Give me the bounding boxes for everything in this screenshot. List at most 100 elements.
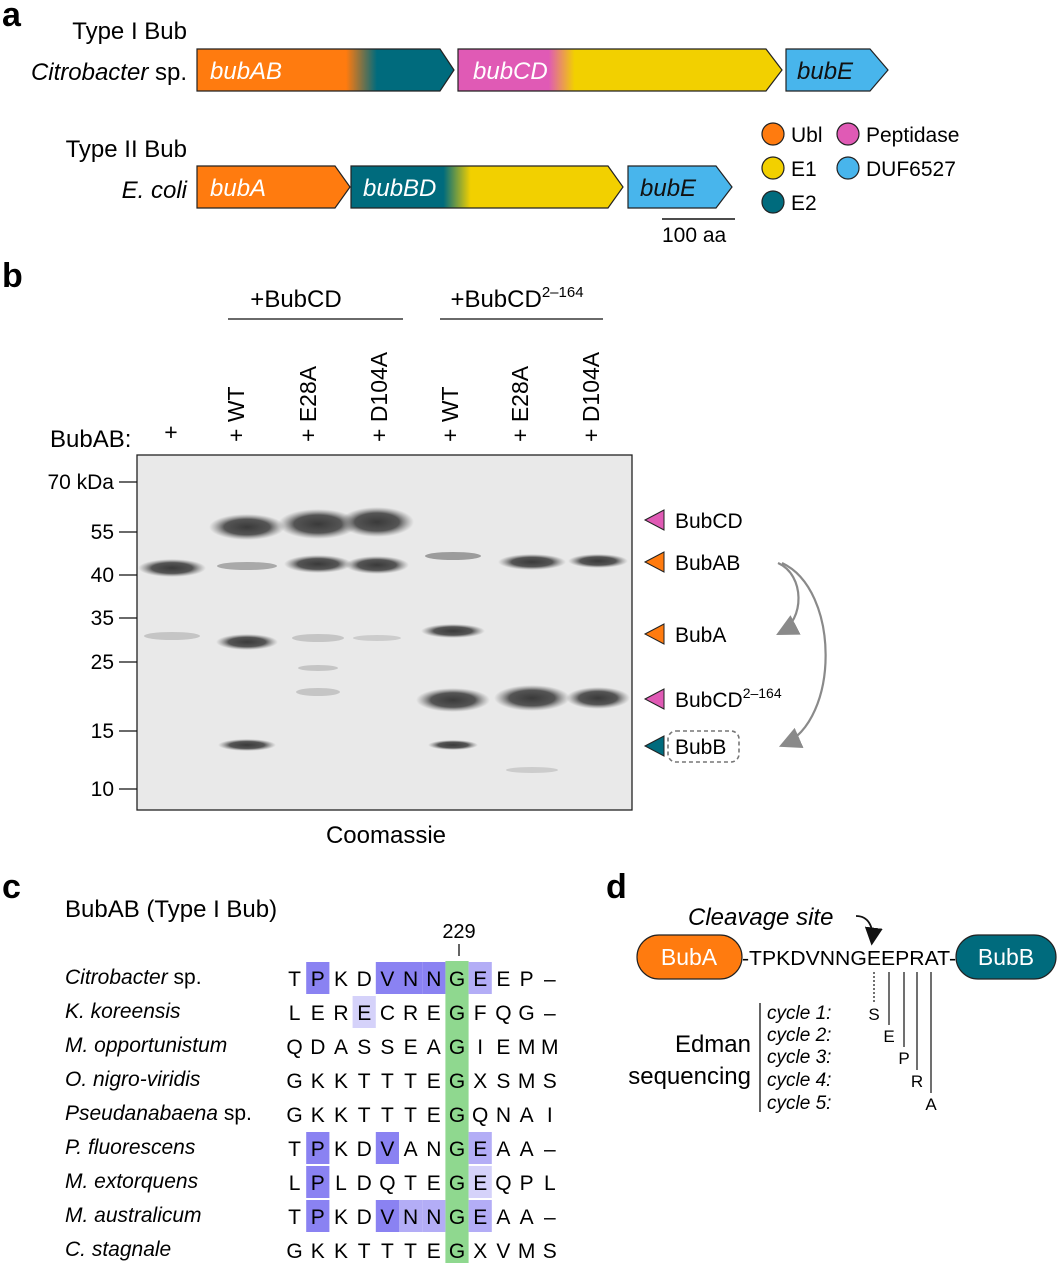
group-bubcd-label: +BubCD <box>250 286 341 313</box>
residue-letter: K <box>334 968 348 991</box>
residue-letter: P <box>311 1172 325 1195</box>
band-label-bubcd: BubCD <box>675 510 743 533</box>
residue-letter: M <box>541 1036 559 1059</box>
residue-letter: – <box>544 1002 556 1025</box>
residue-shading <box>422 1200 446 1232</box>
residue-letter: E <box>404 1036 418 1059</box>
residue-letter: E <box>496 1036 510 1059</box>
species-label: M. opportunistum <box>65 1034 227 1057</box>
gene-bubAB-label: bubAB <box>210 58 282 85</box>
panel-c-letter: c <box>2 868 21 906</box>
residue-letter: P <box>311 968 325 991</box>
legend-label-duf6527: DUF6527 <box>866 158 956 181</box>
domain-buba <box>636 934 743 980</box>
gel-band <box>217 562 277 570</box>
residue-letter: T <box>404 1070 417 1093</box>
gene-bubA-label: bubA <box>210 175 266 202</box>
gene-bubA <box>196 165 351 209</box>
residue-letter: K <box>334 1104 348 1127</box>
scale-bar: 100 aa <box>662 218 735 247</box>
residue-letter: A <box>427 1036 441 1059</box>
marker-15: 15 <box>91 720 114 743</box>
type2-label: Type II Bub <box>66 136 187 163</box>
lane-labels: + + WT + E28A + D104A + WT + E28A + D104… <box>164 351 604 445</box>
gel-band <box>340 507 414 537</box>
panel-a-letter: a <box>2 0 22 34</box>
gel-band <box>506 767 558 773</box>
row-label-bubab: BubAB: <box>50 426 131 453</box>
lane-6-label: + E28A <box>507 365 533 442</box>
residue-letter: G <box>449 1240 465 1263</box>
residue-shading <box>306 1200 330 1232</box>
band-label-bubb: BubB <box>675 736 726 759</box>
residue-letter: K <box>334 1070 348 1093</box>
residue-letter: F <box>474 1002 487 1025</box>
residue-letter: T <box>381 1070 394 1093</box>
species-label: Citrobacter sp. <box>65 966 202 989</box>
residue-letter: T <box>381 1240 394 1263</box>
band-label-bubab: BubAB <box>675 552 740 575</box>
marker-40: 40 <box>91 564 114 587</box>
residue-letter: Q <box>472 1104 488 1127</box>
species-label: M. australicum <box>65 1204 202 1227</box>
type1-organism: Citrobacter sp. <box>31 59 187 86</box>
lane-2-label: + WT <box>223 386 249 442</box>
band-label-buba: BubA <box>675 624 726 647</box>
residue-shading <box>399 962 423 994</box>
residue-shading <box>375 1132 399 1164</box>
residue-letter: C <box>380 1002 395 1025</box>
residue-letter: N <box>403 968 418 991</box>
type1-gene-map: bubAB bubCD bubE <box>196 48 889 92</box>
edman-label-2: sequencing <box>628 1063 751 1090</box>
gel-band <box>566 687 630 709</box>
residue-letter: E <box>311 1002 325 1025</box>
residue-letter: D <box>357 1172 372 1195</box>
residue-letter: G <box>449 968 465 991</box>
lane-7-label: + D104A <box>578 351 604 442</box>
residue-letter: L <box>289 1172 301 1195</box>
residue-letter: S <box>496 1070 510 1093</box>
residue-letter: Q <box>286 1036 302 1059</box>
residue-letter: R <box>403 1002 418 1025</box>
residue-letter: P <box>311 1138 325 1161</box>
gene-bubBD-label: bubBD <box>363 175 436 202</box>
gel-band <box>345 556 409 574</box>
residue-letter: E <box>473 1206 487 1229</box>
edman-residues: S E P R A <box>868 972 937 1114</box>
alignment-title: BubAB (Type I Bub) <box>65 896 277 923</box>
residue-letter: A <box>496 1138 510 1161</box>
gel-band <box>209 514 285 540</box>
residue-shading <box>468 962 492 994</box>
cycle-5: cycle 5: <box>767 1093 831 1114</box>
species-label: K. koreensis <box>65 1000 181 1023</box>
panel-b-letter: b <box>2 257 23 295</box>
residue-letter: T <box>358 1104 371 1127</box>
species-label: P. fluorescens <box>65 1136 196 1159</box>
marker-25: 25 <box>91 651 114 674</box>
gene-bubCD-label: bubCD <box>473 58 548 85</box>
cycle-1: cycle 1: <box>767 1003 831 1024</box>
residue-letter: K <box>334 1240 348 1263</box>
domain-buba-label: BubA <box>661 944 718 970</box>
residue-letter: T <box>381 1104 394 1127</box>
gel-band <box>421 624 485 638</box>
residue-letter: L <box>544 1172 556 1195</box>
gel-band <box>416 688 490 712</box>
residue-3: P <box>898 1049 909 1068</box>
residue-letter: D <box>357 1138 372 1161</box>
residue-letter: L <box>335 1172 347 1195</box>
lane-5-label: + WT <box>437 386 463 442</box>
residue-letter: R <box>333 1002 348 1025</box>
marker-10: 10 <box>91 778 114 801</box>
residue-letter: V <box>380 968 394 991</box>
residue-letter: E <box>427 1172 441 1195</box>
band-label-bubcd-trunc: BubCD2–164 <box>675 685 782 712</box>
residue-letter: P <box>311 1206 325 1229</box>
species-label: C. stagnale <box>65 1238 171 1261</box>
type2-organism: E. coli <box>122 177 188 204</box>
residue-letter: E <box>473 968 487 991</box>
residue-letter: – <box>544 1206 556 1229</box>
residue-letter: K <box>334 1138 348 1161</box>
gel-band <box>498 554 566 570</box>
